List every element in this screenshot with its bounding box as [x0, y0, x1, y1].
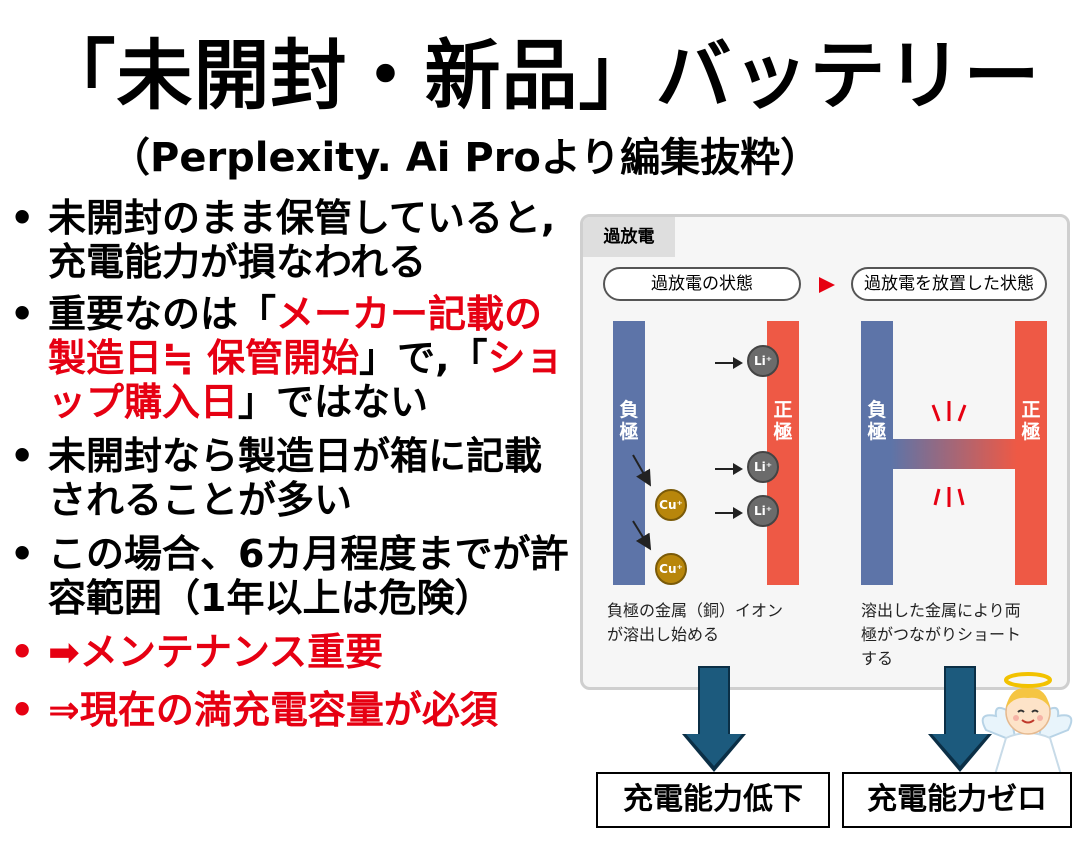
li-ion-arrow	[715, 463, 743, 475]
result-box-right: 充電能力ゼロ	[842, 772, 1072, 828]
bullet-dot: •	[10, 434, 35, 478]
angel-icon	[981, 672, 1073, 779]
bullet-dot: •	[10, 688, 35, 732]
bullet-dot: •	[10, 630, 35, 674]
li-ion-arrow	[715, 507, 743, 519]
highlight-text: ⇒現在の満充電容量が必須	[48, 688, 498, 732]
cu-ion: Cu⁺	[655, 553, 687, 585]
right-caption: 溶出した金属により両 極がつながりショート する	[861, 599, 1021, 671]
page-subtitle: （Perplexity. Ai Proより編集抜粋）	[110, 135, 821, 181]
left-caption-line: が溶出し始める	[607, 625, 720, 644]
right-caption-line: する	[861, 649, 894, 668]
positive-label-1: 正	[1021, 399, 1041, 421]
bullet-text: 」で,「	[359, 336, 488, 380]
negative-label-1: 負	[619, 399, 639, 421]
bullet-text: この場合、6カ月程度までが許容範囲（1年以上は危険）	[48, 532, 569, 620]
positive-label-2: 極	[1021, 421, 1041, 443]
negative-electrode-right: 負 極	[861, 321, 893, 443]
right-caption-line: 極がつながりショート	[861, 625, 1022, 644]
short-circuit-diagram	[861, 321, 1047, 585]
right-caption-line: 溶出した金属により両	[861, 601, 1021, 620]
negative-label-2: 極	[867, 421, 887, 443]
left-caption: 負極の金属（銅）イオン が溶出し始める	[607, 599, 783, 647]
state-pill-left: 過放電の状態	[603, 267, 801, 301]
li-ion-arrow	[715, 357, 743, 369]
highlight-text: メーカー記載の製造日≒ 保管開始	[48, 292, 543, 380]
positive-electrode-right: 正 極	[1015, 321, 1047, 443]
figure-tab: 過放電	[583, 217, 675, 257]
bullet-dot: •	[10, 196, 35, 240]
bullet-dot: •	[10, 292, 35, 336]
bullet-item: • 未開封のまま保管していると, 充電能力が損なわれる	[8, 196, 576, 284]
positive-label-2: 極	[773, 421, 793, 443]
cu-ion: Cu⁺	[655, 489, 687, 521]
bullet-text: 重要なのは「	[48, 292, 277, 336]
down-arrow-right-icon	[928, 666, 992, 772]
highlight-text: ➡メンテナンス重要	[48, 630, 384, 674]
result-box-left: 充電能力低下	[596, 772, 830, 828]
bullet-item: • ⇒現在の満充電容量が必須	[8, 688, 576, 732]
li-ion: Li⁺	[747, 345, 779, 377]
bullet-item: • この場合、6カ月程度までが許容範囲（1年以上は危険）	[8, 532, 576, 620]
down-arrow-left-icon	[682, 666, 746, 772]
bullet-text: 未開封なら製造日が箱に記載されることが多い	[48, 434, 543, 522]
bullet-dot: •	[10, 532, 35, 576]
bullet-item: • 重要なのは「メーカー記載の製造日≒ 保管開始」で,「ショップ購入日」ではない	[8, 292, 576, 424]
highlight-text: ショップ購入日	[48, 336, 564, 424]
page-title: 「未開封・新品」バッテリー	[39, 31, 1041, 120]
left-caption-line: 負極の金属（銅）イオン	[607, 601, 784, 620]
li-ion: Li⁺	[747, 495, 779, 527]
play-arrow-icon	[819, 277, 835, 293]
bullet-text: 」ではない	[238, 380, 429, 424]
positive-label-1: 正	[773, 399, 793, 421]
negative-label-2: 極	[619, 421, 639, 443]
li-ion: Li⁺	[747, 451, 779, 483]
state-pill-right: 過放電を放置した状態	[851, 267, 1047, 301]
negative-label-1: 負	[867, 399, 887, 421]
bullet-list: • 未開封のまま保管していると, 充電能力が損なわれる • 重要なのは「メーカー記載の…	[8, 196, 576, 746]
bullet-item: • ➡メンテナンス重要	[8, 630, 576, 674]
cu-ion-arrows	[632, 454, 652, 551]
bullet-item: • 未開封なら製造日が箱に記載されることが多い	[8, 434, 576, 522]
over-discharge-figure: 過放電 過放電の状態 過放電を放置した状態 負 極 正 極 Li⁺ Li⁺ Li…	[580, 214, 1070, 690]
bullet-text: 未開封のまま保管していると, 充電能力が損なわれる	[48, 196, 556, 284]
